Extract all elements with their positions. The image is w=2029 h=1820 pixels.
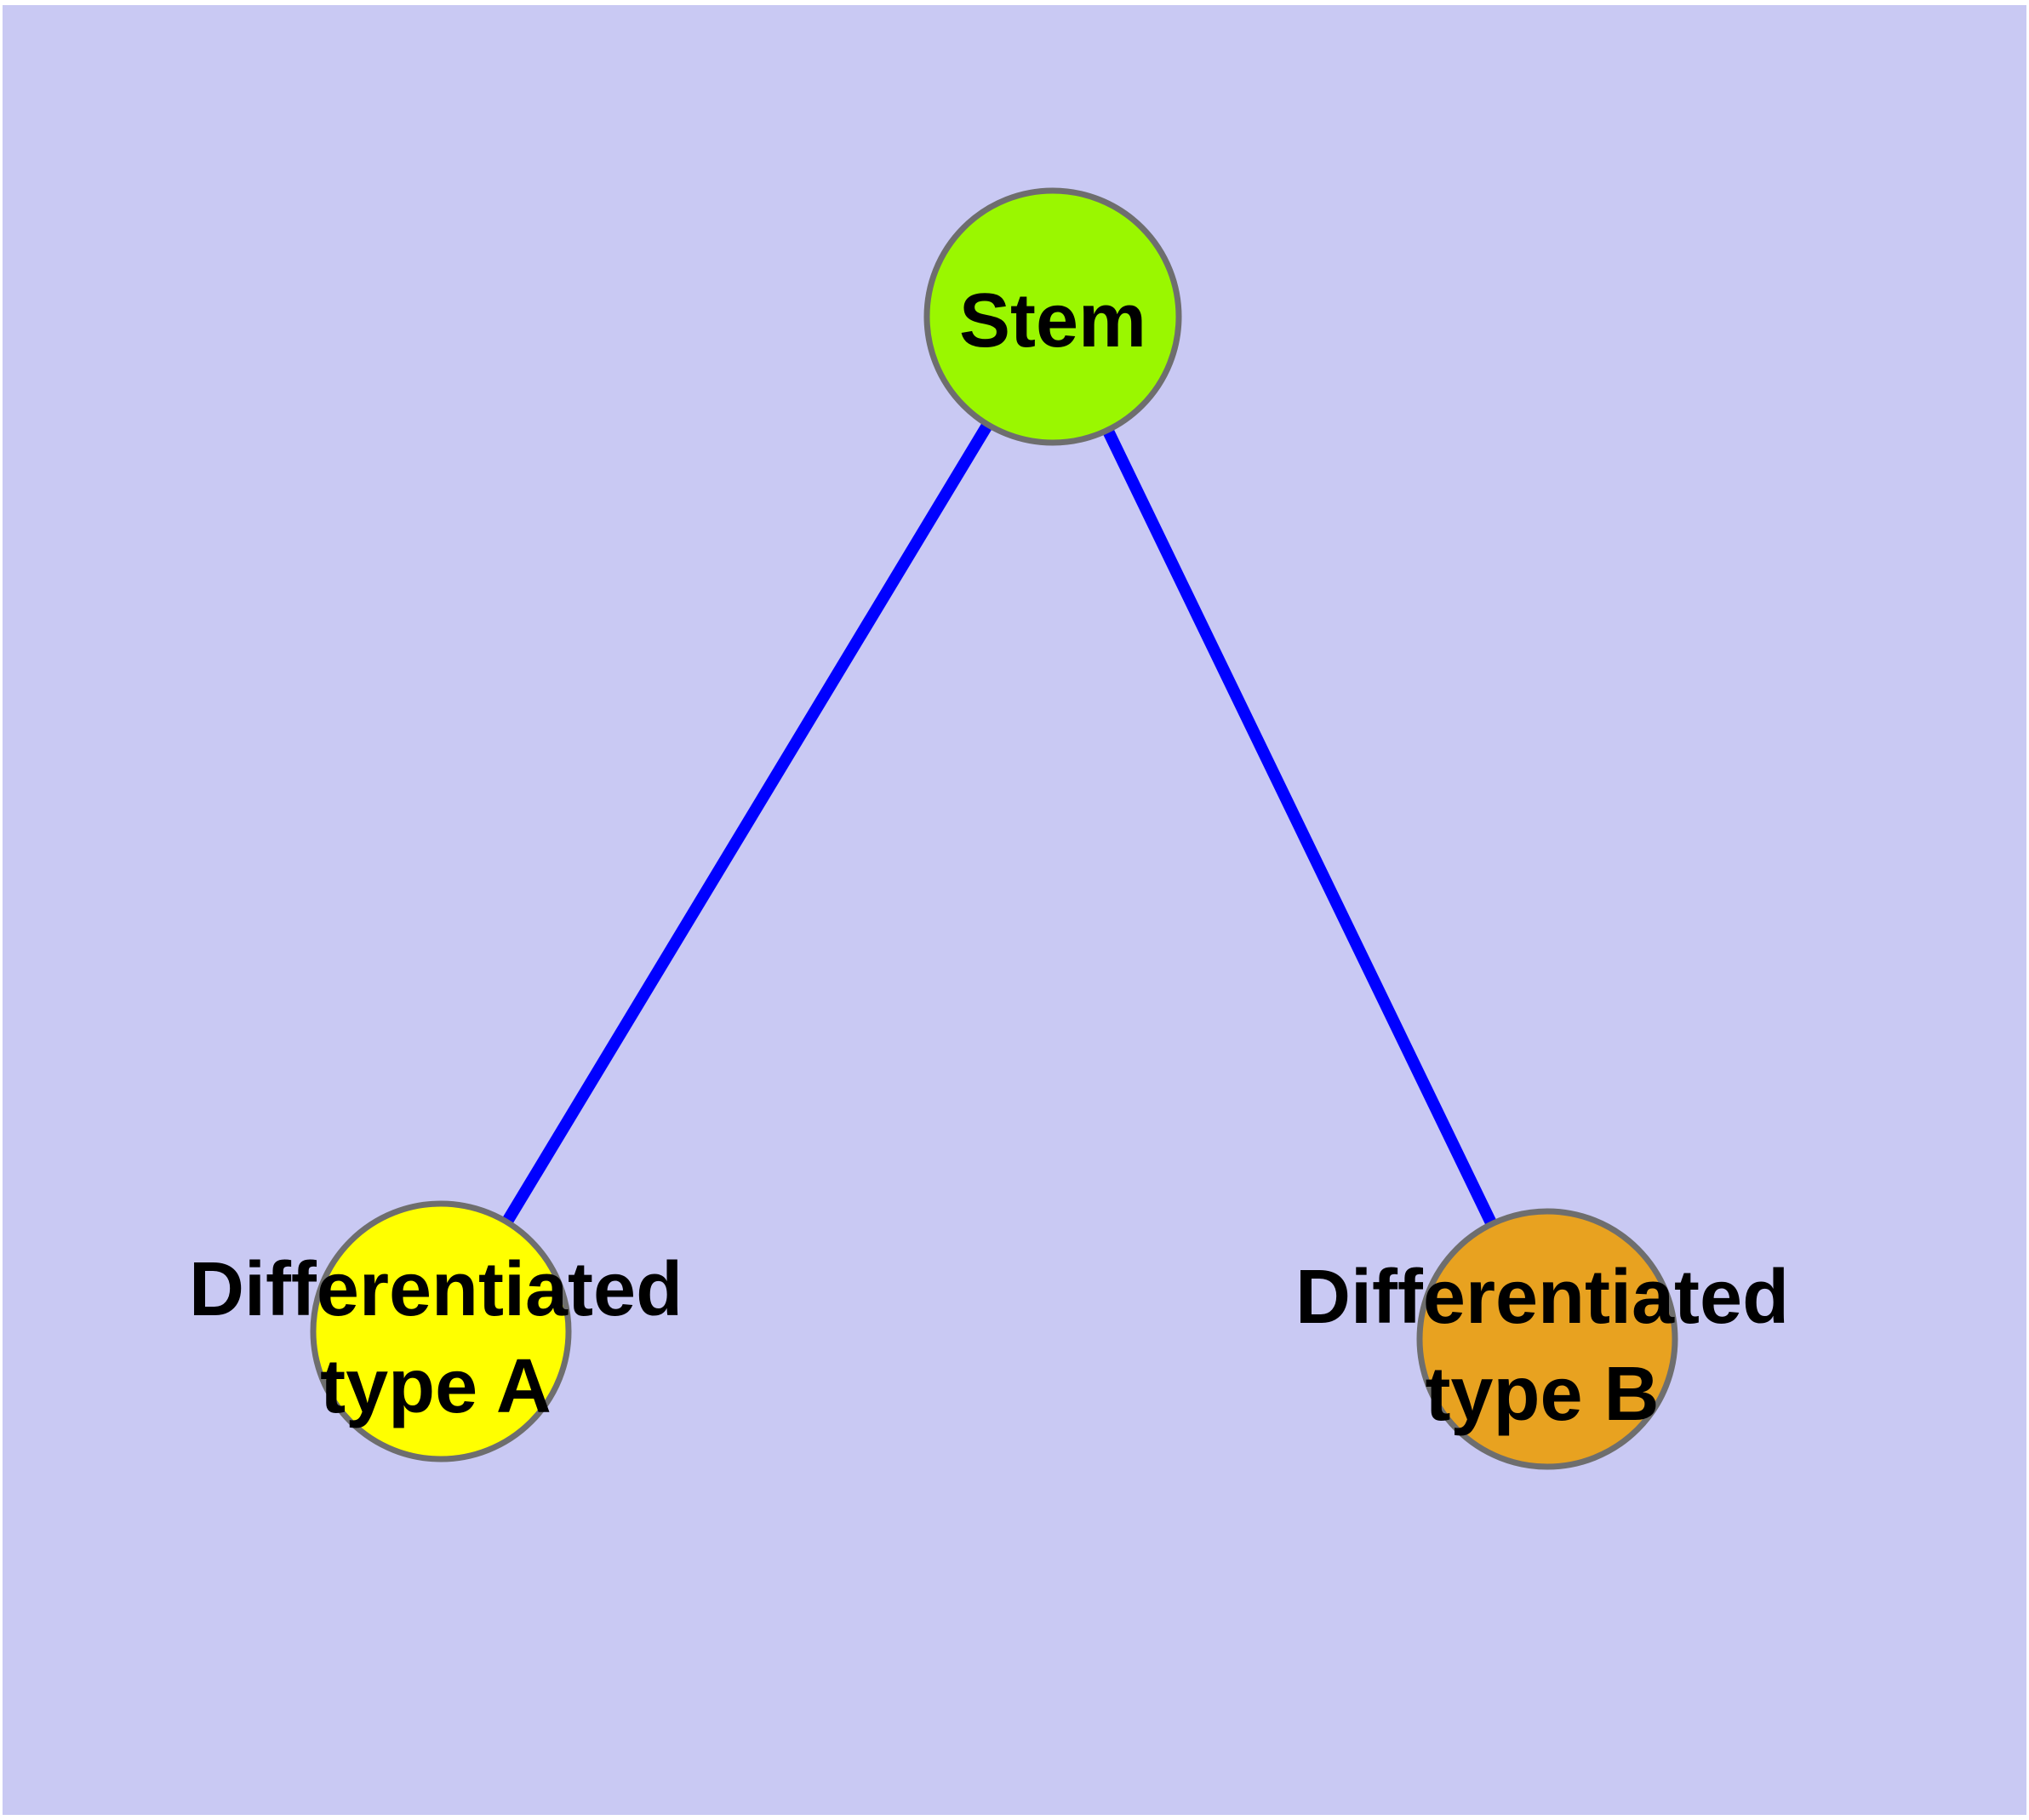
node-label-type-b-line-2: type B: [1425, 1352, 1660, 1437]
node-label-differentiated-type-b: Differentiated type B: [1295, 1249, 1789, 1443]
node-label-type-a-line-1: Differentiated: [188, 1247, 683, 1332]
node-label-stem-line-1: Stem: [958, 278, 1147, 363]
edge-stem-to-type-b: [1047, 313, 1553, 1342]
node-differentiated-type-a: [310, 1200, 572, 1462]
node-label-type-b-line-1: Differentiated: [1295, 1255, 1790, 1340]
node-label-type-a-line-2: type A: [320, 1344, 552, 1429]
node-stem: [923, 187, 1182, 446]
node-label-stem: Stem: [959, 272, 1146, 369]
node-label-differentiated-type-a: Differentiated type A: [189, 1241, 683, 1435]
node-differentiated-type-b: [1416, 1208, 1678, 1470]
edge-stem-to-type-a: [436, 313, 1058, 1335]
